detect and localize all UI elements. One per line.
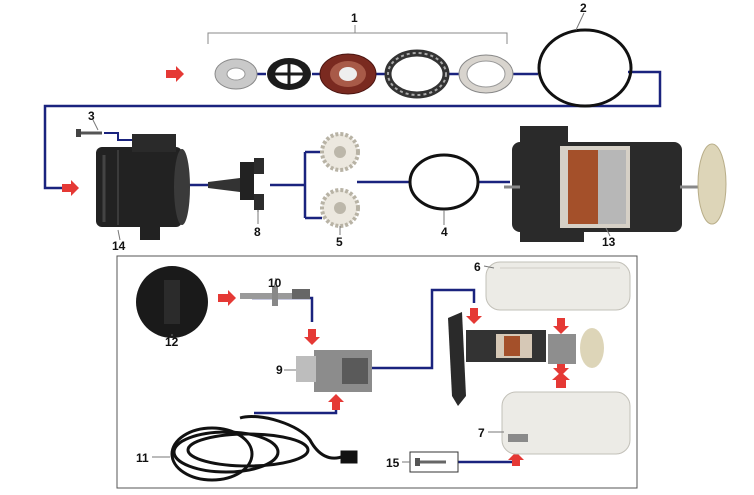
roller-cage: [267, 58, 311, 90]
part-2-large-o-ring: [537, 28, 633, 108]
metal-washer: [214, 58, 258, 90]
part-8-drive-shaft: [208, 158, 264, 222]
part-4-o-ring: [408, 153, 480, 211]
part-3-screw: [76, 129, 102, 137]
part-6-upper-housing: [485, 261, 631, 311]
callout-10: 10: [268, 276, 282, 290]
arrow-down-4: [553, 362, 569, 376]
part-7-lower-housing: [501, 391, 631, 455]
callout-9: 9: [276, 363, 283, 377]
part-12-knob: [136, 266, 208, 338]
part-9-switch-block: [296, 350, 372, 392]
callout-13: 13: [602, 235, 616, 249]
callout-7: 7: [478, 426, 485, 440]
callout-14: 14: [112, 239, 126, 253]
callout-3: 3: [88, 109, 95, 123]
part-15-screw: [409, 451, 459, 473]
part-1-bearing-set: [214, 49, 514, 99]
assembly-box: [116, 255, 638, 489]
callout-8: 8: [254, 225, 261, 239]
arrow-down-1: [304, 329, 320, 345]
route-to-part-14: [43, 70, 662, 190]
arrow-down-2: [466, 308, 482, 324]
part-13-motor: [504, 126, 727, 242]
callout-5: 5: [336, 235, 343, 249]
bracket-part-1: [207, 32, 508, 44]
part-14-gear-housing: [96, 134, 190, 240]
callout-15: 15: [386, 456, 400, 470]
callout-1: 1: [351, 11, 358, 25]
part-5-gears: [320, 132, 360, 228]
arrow-down-3: [553, 318, 569, 334]
direction-arrows: [62, 66, 570, 466]
leader-lines: [92, 12, 611, 463]
callout-12: 12: [165, 335, 179, 349]
motor-assembly: [448, 312, 604, 406]
cam-disc: [319, 53, 377, 95]
arrow-up-2: [328, 394, 344, 410]
callout-2: 2: [580, 1, 587, 15]
part-10-switch-rod: [240, 286, 310, 306]
arrow-right-1: [166, 66, 184, 82]
callout-4: 4: [441, 225, 448, 239]
callout-6: 6: [474, 260, 481, 274]
arrow-up-1: [552, 372, 570, 388]
arrow-up-3: [508, 452, 524, 466]
arrow-right-3: [218, 290, 236, 306]
arrow-right-2: [62, 180, 79, 196]
callout-labels: 1 2 3 4 5 6 7 8 9 10 11 12 13 14 15: [88, 1, 616, 470]
flat-washer: [458, 54, 514, 94]
bearing-ring: [384, 49, 450, 99]
part-11-power-cord: [170, 415, 358, 482]
callout-11: 11: [136, 451, 149, 465]
